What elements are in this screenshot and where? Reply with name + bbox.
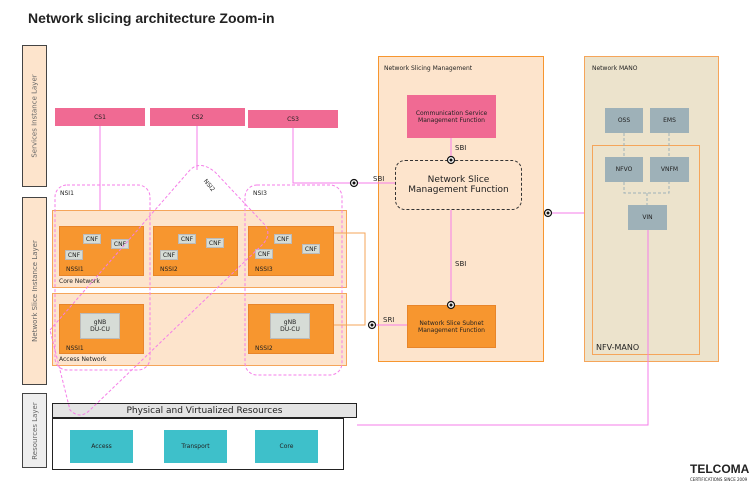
- nssi1-label: NSSI1: [66, 345, 84, 352]
- nsi2-outline: [49, 165, 269, 416]
- sri-label: SRI: [383, 316, 395, 324]
- cnf: CNF: [160, 250, 178, 260]
- cnf: CNF: [178, 234, 196, 244]
- nssi3-label: NSSI3: [255, 266, 273, 273]
- ducu-text: DU-CU: [280, 326, 300, 333]
- nsi3-label: NSI3: [253, 190, 267, 197]
- cs1: CS1: [55, 108, 145, 126]
- nfv-mano-label: NFV-MANO: [596, 343, 640, 352]
- nssi2-label: NSSI2: [160, 266, 178, 273]
- nsm-title: Network Slicing Management: [384, 65, 473, 72]
- resource-access: Access: [70, 430, 133, 463]
- nsi3-outline: [244, 184, 343, 376]
- oss: OSS: [605, 108, 643, 133]
- page-title: Network slicing architecture Zoom-in: [28, 10, 275, 26]
- ems: EMS: [650, 108, 689, 133]
- cnf: CNF: [206, 238, 224, 248]
- cs2: CS2: [150, 108, 245, 126]
- resource-transport: Transport: [164, 430, 227, 463]
- resources-layer-label: Resources Layer: [22, 393, 47, 468]
- vin-resources: [357, 230, 649, 426]
- cs3: CS3: [248, 110, 338, 128]
- telcoma-logo: TELCOMA: [690, 462, 750, 476]
- cnf: CNF: [255, 249, 273, 259]
- cs3-line: [292, 128, 354, 184]
- resource-core: Core: [255, 430, 318, 463]
- gnb-text: gNB: [93, 319, 107, 326]
- sbi-label: SBI: [455, 144, 467, 152]
- cnf: CNF: [83, 234, 101, 244]
- sbi-label: SBI: [373, 175, 385, 183]
- physical-resources-title: Physical and Virtualized Resources: [52, 403, 357, 418]
- nsi1-label: NSI1: [60, 190, 74, 197]
- cnf: CNF: [65, 250, 83, 260]
- ducu-text: DU-CU: [90, 326, 110, 333]
- access-network-label: Access Network: [59, 356, 107, 363]
- nfvo: NFVO: [605, 157, 643, 182]
- vnfm: VNFM: [650, 157, 689, 182]
- services-layer-label: Services Instance Layer: [22, 45, 47, 187]
- core-network-label: Core Network: [59, 278, 100, 285]
- telcoma-tagline: CERTIFICATIONS SINCE 2009: [690, 477, 748, 482]
- gnb-text: gNB: [283, 319, 297, 326]
- nsi1-outline: [54, 184, 151, 371]
- nsmf: Network Slice Management Function: [395, 160, 522, 210]
- sbi-label: SBI: [455, 260, 467, 268]
- nsi-layer-label: Network Slice Instance Layer: [22, 197, 47, 385]
- cnf: CNF: [111, 239, 129, 249]
- cnf: CNF: [274, 234, 292, 244]
- csmf: Communication Service Management Functio…: [407, 95, 496, 138]
- mano-title: Network MANO: [592, 65, 638, 72]
- nssi2-label: NSSI2: [255, 345, 273, 352]
- nssi1-label: NSSI1: [66, 266, 84, 273]
- vin: VIN: [628, 205, 667, 230]
- cnf: CNF: [302, 244, 320, 254]
- nfv-mano-box: [592, 145, 700, 355]
